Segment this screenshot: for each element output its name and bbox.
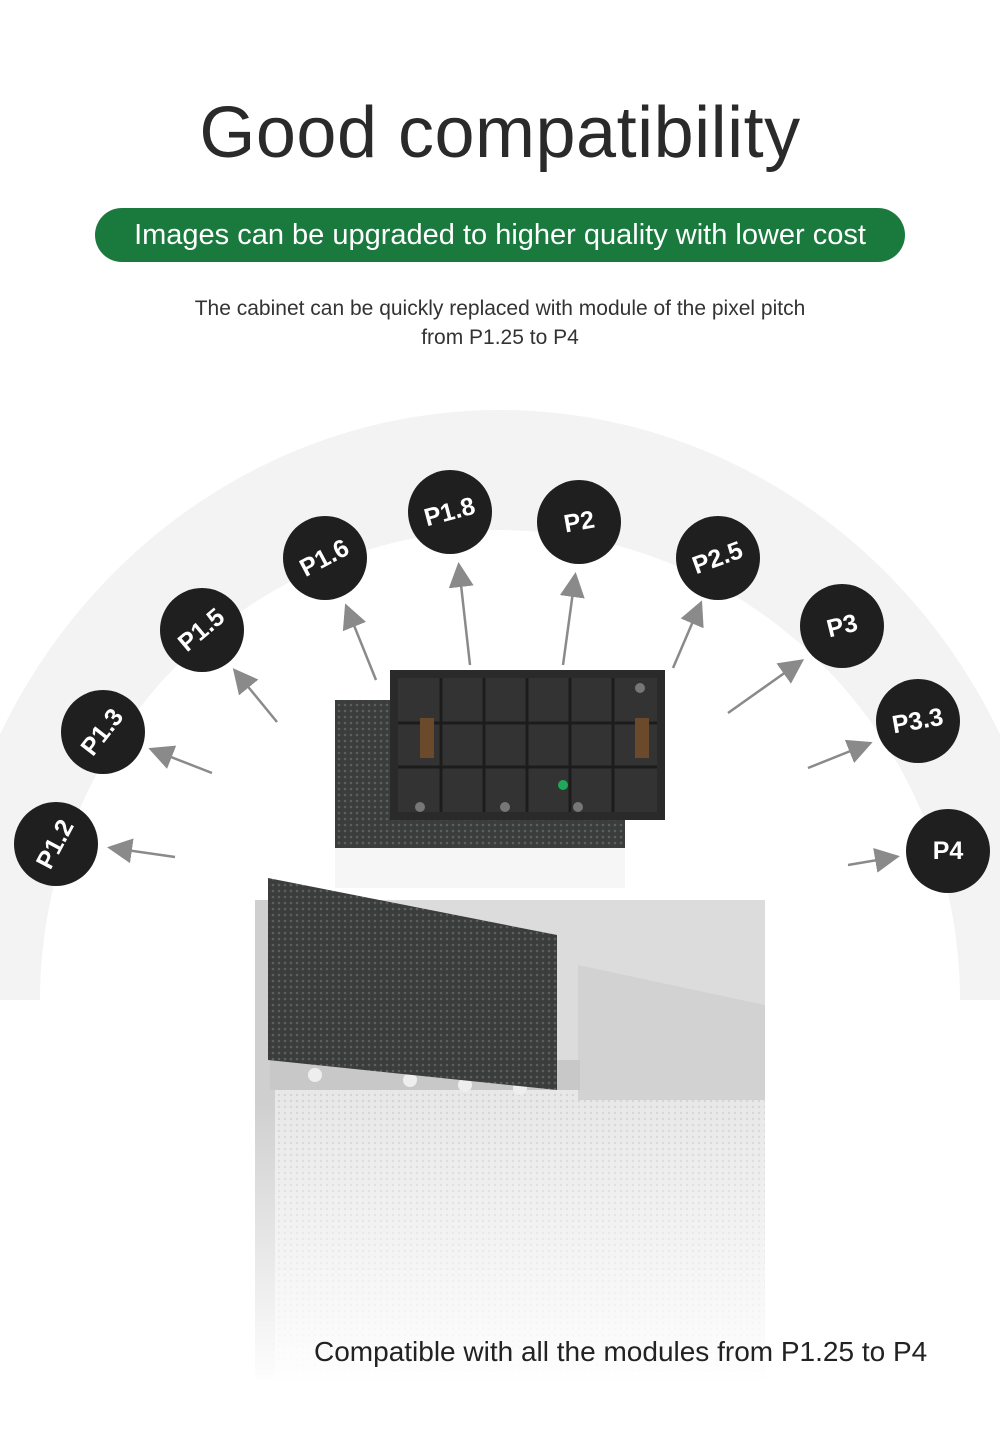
pitch-badge-p2-5: P2.5 bbox=[676, 516, 760, 600]
pitch-badge-p1-6: P1.6 bbox=[283, 516, 367, 600]
cabinet-image bbox=[255, 878, 775, 1390]
arrows bbox=[107, 562, 900, 873]
pitch-label: P3 bbox=[823, 608, 861, 643]
pitch-badge-p2: P2 bbox=[537, 480, 621, 564]
pitch-badge-p4: P4 bbox=[906, 809, 990, 893]
description: The cabinet can be quickly replaced with… bbox=[150, 294, 850, 352]
description-line-2: from P1.25 to P4 bbox=[421, 326, 579, 349]
page-title: Good compatibility bbox=[199, 93, 801, 173]
banner-pill: Images can be upgraded to higher quality… bbox=[95, 208, 905, 262]
pitch-label: P2.5 bbox=[688, 535, 747, 580]
pitch-label: P1.8 bbox=[421, 491, 479, 532]
pitch-label: P1.6 bbox=[295, 533, 355, 582]
pitch-badge-p1-5: P1.5 bbox=[160, 588, 244, 672]
footer-caption: Compatible with all the modules from P1.… bbox=[314, 1336, 928, 1367]
pitch-badge-p3-3: P3.3 bbox=[876, 679, 960, 763]
description-line-1: The cabinet can be quickly replaced with… bbox=[194, 297, 806, 320]
pitch-badge-p1-8: P1.8 bbox=[408, 470, 492, 554]
module-image bbox=[335, 670, 665, 888]
pitch-label: P1.2 bbox=[31, 814, 80, 874]
pitch-label: P1.3 bbox=[75, 702, 130, 761]
pitch-badge-p1-3: P1.3 bbox=[61, 690, 145, 774]
pitch-badge-p3: P3 bbox=[800, 584, 884, 668]
pitch-label: P1.5 bbox=[172, 602, 231, 657]
pitch-badge-p1-2: P1.2 bbox=[14, 802, 98, 886]
pitch-label: P3.3 bbox=[890, 702, 946, 739]
pitch-label: P4 bbox=[932, 836, 964, 865]
pitch-label: P2 bbox=[561, 505, 597, 538]
